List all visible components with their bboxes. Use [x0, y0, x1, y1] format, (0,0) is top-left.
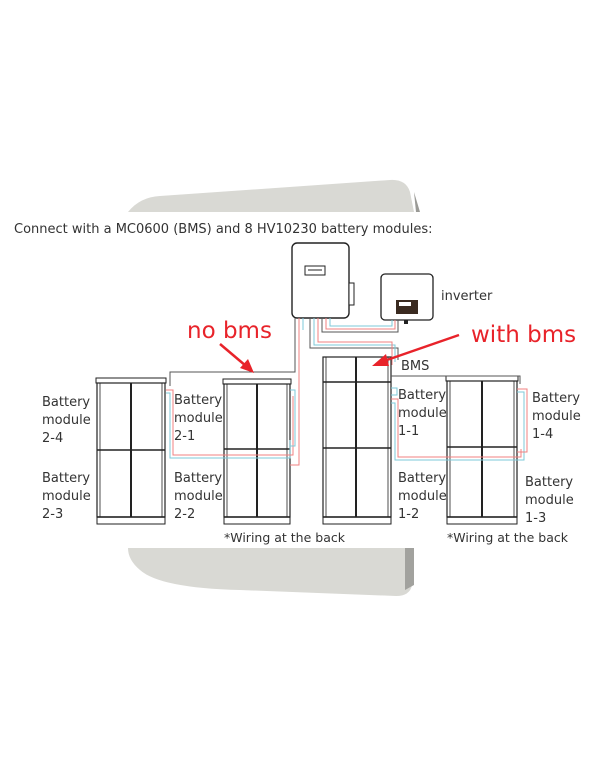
- wiring-note-left: *Wiring at the back: [224, 530, 345, 545]
- battery-stack-1-4-1-3-icon: [445, 375, 519, 525]
- with-bms-arrow-icon: [372, 333, 460, 366]
- module-label-2-2: Battery module 2-2: [174, 471, 223, 522]
- diagram-caption: Connect with a MC0600 (BMS) and 8 HV1023…: [14, 222, 433, 237]
- no-bms-annotation: no bms: [187, 318, 272, 344]
- module-label-2-3: Battery module 2-3: [42, 471, 91, 522]
- inverter-icon: [380, 273, 434, 324]
- inverter-label: inverter: [441, 289, 493, 304]
- battery-stack-2-1-2-2-icon: [222, 378, 292, 525]
- wiring-note-right: *Wiring at the back: [447, 530, 568, 545]
- module-label-1-4: Battery module 1-4: [532, 391, 581, 442]
- module-label-2-1: Battery module 2-1: [174, 393, 223, 444]
- module-label-1-3: Battery module 1-3: [525, 475, 574, 526]
- module-label-1-2: Battery module 1-2: [398, 471, 447, 522]
- battery-stack-2-4-2-3-icon: [95, 377, 167, 525]
- bms-label: BMS: [401, 359, 430, 374]
- module-label-1-1: Battery module 1-1: [398, 388, 447, 439]
- battery-stack-bms-1-1-1-2-icon: [322, 356, 392, 525]
- with-bms-annotation: with bms: [471, 322, 577, 348]
- no-bms-arrow-icon: [219, 343, 254, 373]
- module-label-2-4: Battery module 2-4: [42, 395, 91, 446]
- bms-controller-icon: [291, 242, 355, 319]
